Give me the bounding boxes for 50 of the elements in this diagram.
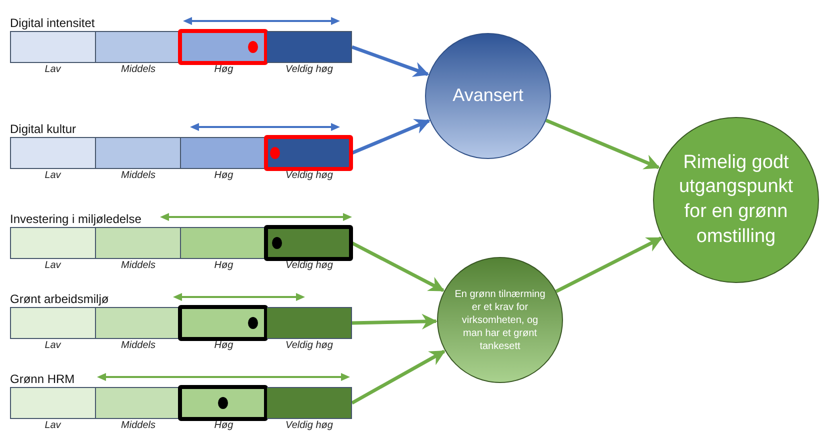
scale-level	[181, 31, 266, 76]
level-label: Lav	[44, 169, 61, 182]
level-label: Middels	[121, 259, 156, 272]
circle-text: En grønn tilnærming er et krav for virksomheten, og man har et grønt tankesett	[454, 288, 546, 352]
level-label: Veldig høg	[286, 259, 333, 272]
scale-level	[266, 227, 352, 272]
scale-title: Grønn HRM	[10, 372, 75, 387]
level-label: Middels	[121, 169, 156, 182]
scale-level	[181, 307, 266, 352]
scale-title: Digital kultur	[10, 122, 76, 137]
arrow	[351, 350, 446, 405]
scale-title: Investering i miljøledelse	[10, 212, 142, 227]
scale-level	[266, 137, 352, 182]
level-label: Veldig høg	[286, 339, 333, 352]
scale-title: Grønt arbeidsmiljø	[10, 292, 109, 307]
level-label: Lav	[44, 419, 61, 432]
rating-scale	[10, 292, 352, 352]
scale-level	[266, 387, 352, 432]
level-label: Middels	[121, 419, 156, 432]
rating-scale	[10, 372, 352, 432]
arrow	[352, 314, 438, 330]
rating-scale	[10, 16, 352, 76]
arrow	[351, 45, 430, 77]
circle-text: Rimelig godt utgangspunkt for en grønn omstilling	[678, 150, 794, 249]
level-label: Middels	[121, 339, 156, 352]
level-label: Veldig høg	[286, 419, 333, 432]
level-label: Veldig høg	[286, 63, 333, 76]
scale-level	[181, 227, 266, 272]
level-label: Lav	[44, 63, 61, 76]
rating-scale	[10, 212, 352, 272]
level-label: Høg	[214, 259, 234, 272]
level-label: Veldig høg	[286, 169, 333, 182]
level-label: Høg	[214, 169, 234, 182]
scale-level	[181, 387, 266, 432]
rating-scale	[10, 122, 352, 182]
arrow	[351, 241, 445, 292]
arrow	[555, 236, 663, 293]
scale-title: Digital intensitet	[10, 16, 95, 31]
level-label: Lav	[44, 259, 61, 272]
level-label: Høg	[214, 63, 234, 76]
level-label: Høg	[214, 419, 234, 432]
arrow	[351, 118, 430, 155]
scale-level	[266, 307, 352, 352]
scale-level	[181, 137, 266, 182]
circle-text: Avansert	[452, 84, 524, 108]
level-label: Høg	[214, 339, 234, 352]
arrow	[545, 118, 660, 170]
level-label: Middels	[121, 63, 156, 76]
scale-level	[266, 31, 352, 76]
level-label: Lav	[44, 339, 61, 352]
